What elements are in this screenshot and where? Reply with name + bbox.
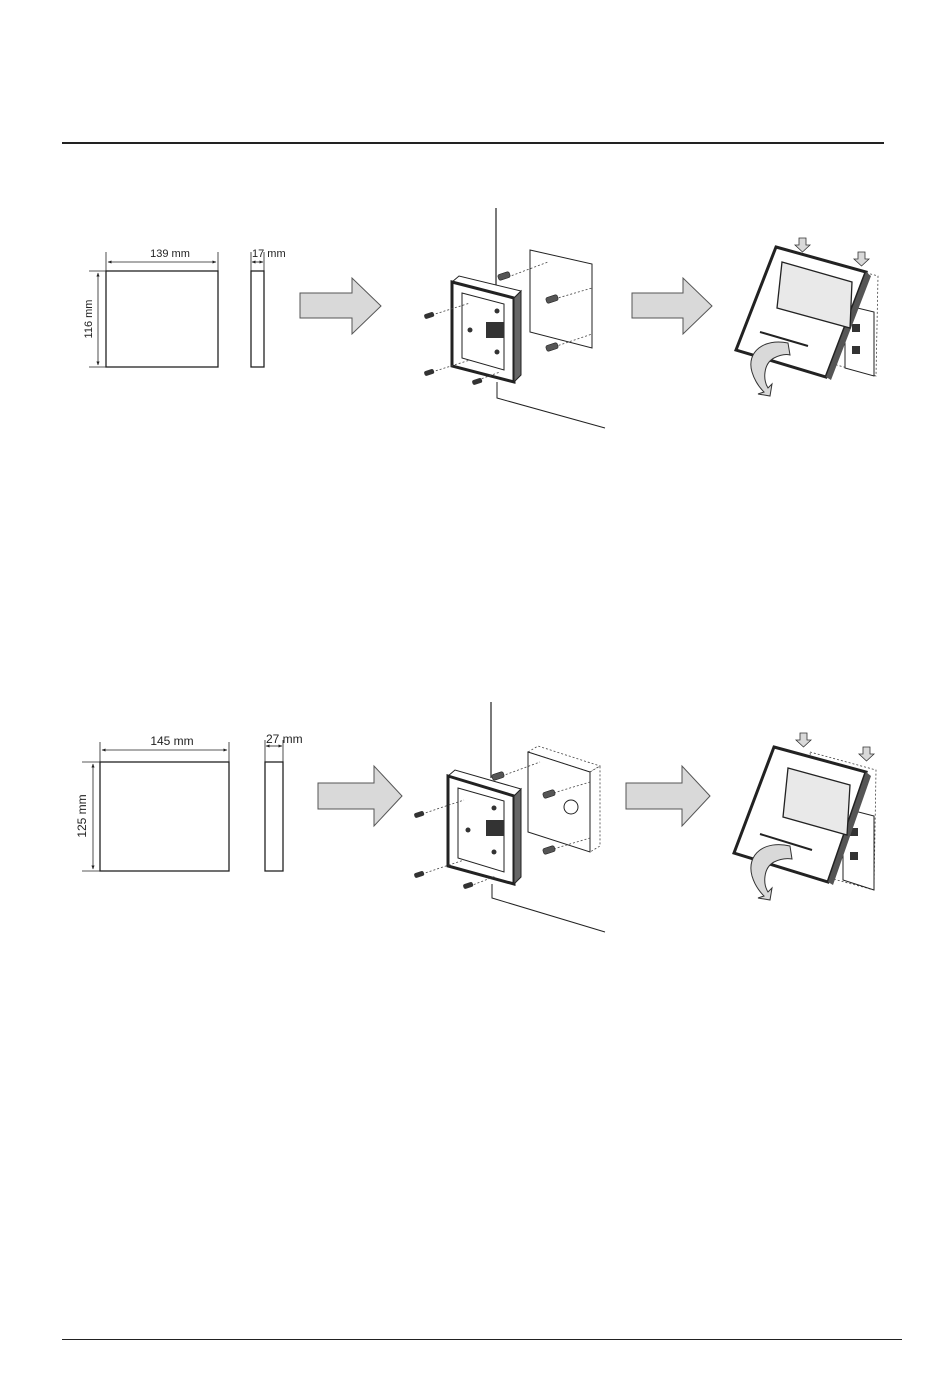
front-view-panel: 139 mm 116 mm <box>83 248 218 367</box>
width-dimension-label: 139 mm <box>150 248 190 260</box>
mounting-exploded-view <box>424 208 605 428</box>
screw-icon <box>542 845 555 854</box>
screw-icon <box>497 271 510 280</box>
screw-icon <box>472 378 483 386</box>
arrow-right-icon <box>626 766 710 826</box>
screw-icon <box>424 312 435 320</box>
rotate-arrow-icon <box>751 845 792 900</box>
depth-dimension-label: 17 mm <box>252 248 286 260</box>
side-view-panel: 17 mm <box>251 248 286 367</box>
arrow-down-icon <box>859 747 874 761</box>
wall-box-cutout <box>564 800 578 814</box>
installation-diagram-2: 145 mm 125 mm 27 mm <box>0 700 950 940</box>
front-view-panel: 145 mm 125 mm <box>75 734 229 871</box>
width-dimension-label: 145 mm <box>150 734 193 748</box>
mounting-plate <box>452 282 514 382</box>
rotate-arrow-icon <box>751 342 790 396</box>
wall-box <box>530 250 592 348</box>
height-dimension-label: 116 mm <box>83 300 95 339</box>
arrow-right-icon <box>318 766 402 826</box>
arrow-down-icon <box>795 238 810 252</box>
screw-icon <box>491 771 504 780</box>
finished-device-view <box>736 238 878 396</box>
screw-icon <box>463 882 474 890</box>
arrow-down-icon <box>854 252 869 266</box>
header-rule <box>62 142 884 144</box>
height-dimension-label: 125 mm <box>75 794 89 837</box>
screw-icon <box>414 871 425 879</box>
installation-diagram-1: 139 mm 116 mm 17 mm <box>0 200 950 440</box>
screw-icon <box>545 342 558 351</box>
finished-device-view <box>734 733 876 900</box>
depth-dimension-label: 27 mm <box>266 732 303 746</box>
screw-icon <box>424 369 435 377</box>
arrow-right-icon <box>300 278 381 334</box>
arrow-down-icon <box>796 733 811 747</box>
screw-icon <box>414 811 425 819</box>
side-view-panel: 27 mm <box>265 732 303 871</box>
footer-rule <box>62 1339 902 1340</box>
arrow-right-icon <box>632 278 712 334</box>
mounting-exploded-view <box>414 702 605 932</box>
